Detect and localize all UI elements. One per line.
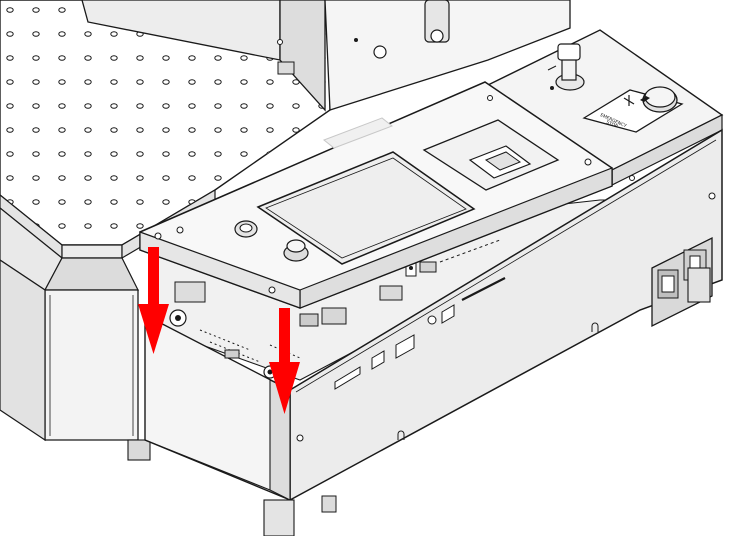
emergency-stop-icon: EMERGENCY STOP <box>582 86 684 133</box>
down-arrow-icon <box>138 247 169 354</box>
touchscreen <box>256 151 476 265</box>
control-knob <box>283 239 309 262</box>
power-button <box>234 220 258 238</box>
electronics-board <box>169 239 506 379</box>
top-lid <box>139 81 613 309</box>
down-arrow-icon <box>269 308 300 414</box>
estop-label-line-2: STOP <box>605 119 619 129</box>
upper-gantry-housing <box>81 0 571 112</box>
key-switch-icon <box>547 43 585 91</box>
left-pedestal <box>0 207 151 461</box>
card-reader <box>422 119 560 191</box>
